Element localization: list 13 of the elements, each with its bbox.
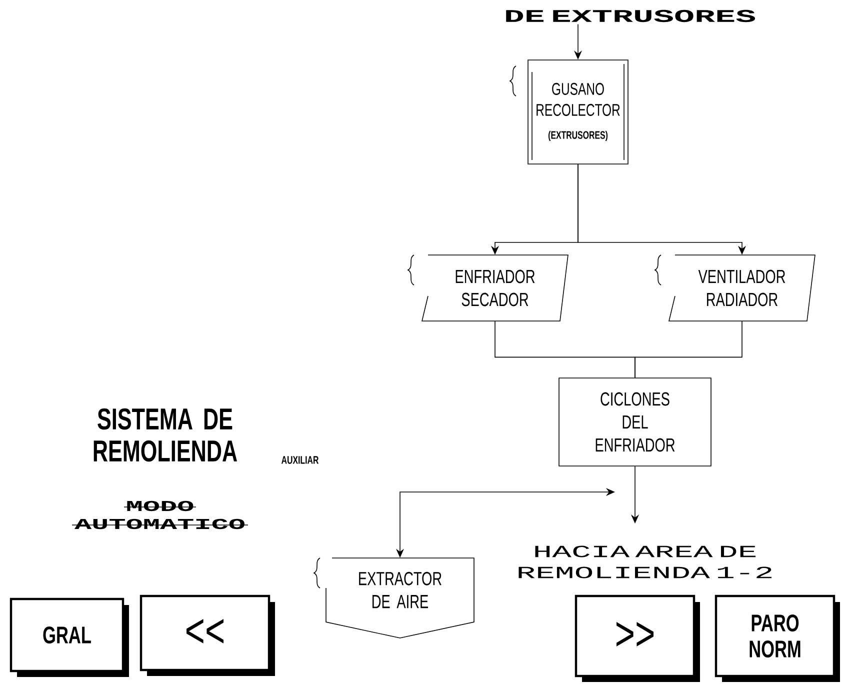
process-box: VENTILADOR RADIADOR	[654, 254, 816, 322]
push-button: PARO NORM	[714, 594, 840, 682]
process-box: GUSANO RECOLECTOR (EXTRUSORES)	[510, 60, 628, 164]
push-button: GRAL	[10, 598, 129, 677]
push-button: >>	[574, 594, 700, 682]
push-button: <<	[140, 594, 275, 676]
flow-text: HACIA AREA DE REMOLIENDA 1-2	[518, 546, 772, 578]
caption-text: AUXILIAR	[282, 456, 319, 464]
flow-text: DE EXTRUSORES	[506, 10, 756, 22]
process-box: EXTRACTOR DE AIRE	[314, 558, 474, 638]
title-text: SISTEMA DE REMOLIENDA	[94, 408, 238, 462]
process-box: ENFRIADOR SECADOR	[408, 254, 568, 322]
process-box: CICLONES DEL ENFRIADOR	[558, 378, 712, 466]
